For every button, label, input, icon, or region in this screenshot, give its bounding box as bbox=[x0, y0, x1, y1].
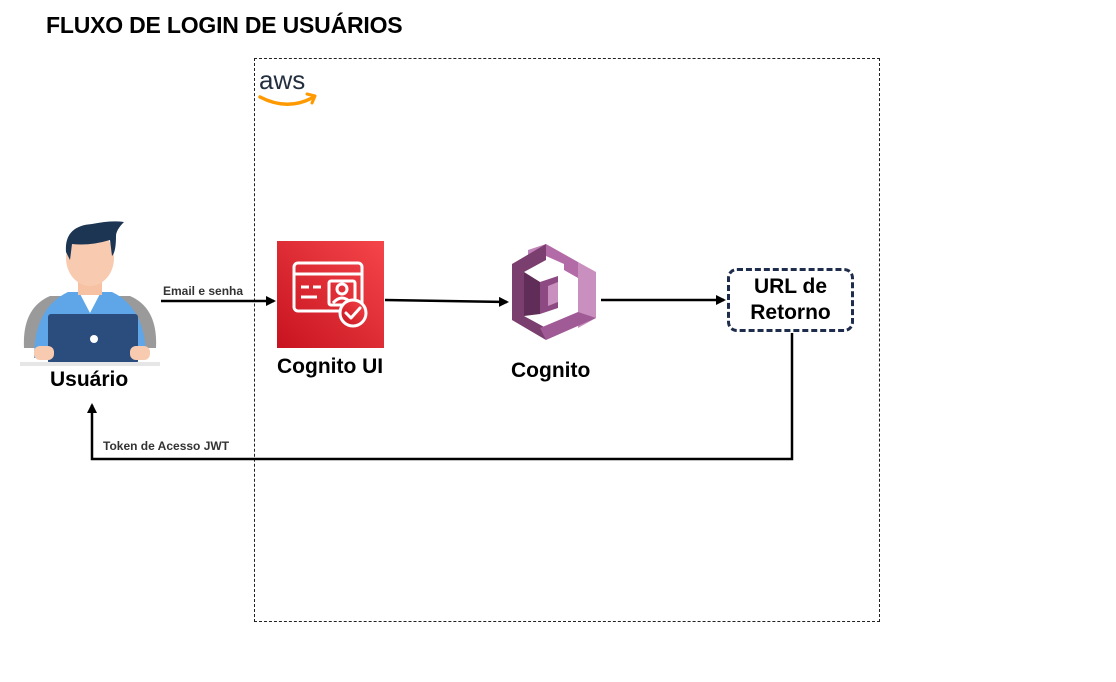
return-url-line-2: Retorno bbox=[750, 301, 831, 324]
return-url-line-1: URL de bbox=[753, 275, 828, 298]
cognito-ui-label: Cognito UI bbox=[277, 355, 384, 378]
cognito-icon bbox=[512, 244, 596, 340]
aws-logo: aws bbox=[258, 67, 317, 106]
edge-label-email-password: Email e senha bbox=[163, 284, 244, 298]
cognito-label: Cognito bbox=[511, 359, 591, 382]
aws-logo-text: aws bbox=[259, 67, 305, 95]
diagram-title: FLUXO DE LOGIN DE USUÁRIOS bbox=[46, 12, 403, 38]
user-with-laptop-icon bbox=[20, 221, 160, 366]
cognito-ui-icon bbox=[277, 241, 384, 348]
edge-label-jwt-token: Token de Acesso JWT bbox=[103, 439, 230, 453]
return-url-box: URL de Retorno bbox=[727, 268, 854, 332]
user-label: Usuário bbox=[50, 368, 129, 391]
